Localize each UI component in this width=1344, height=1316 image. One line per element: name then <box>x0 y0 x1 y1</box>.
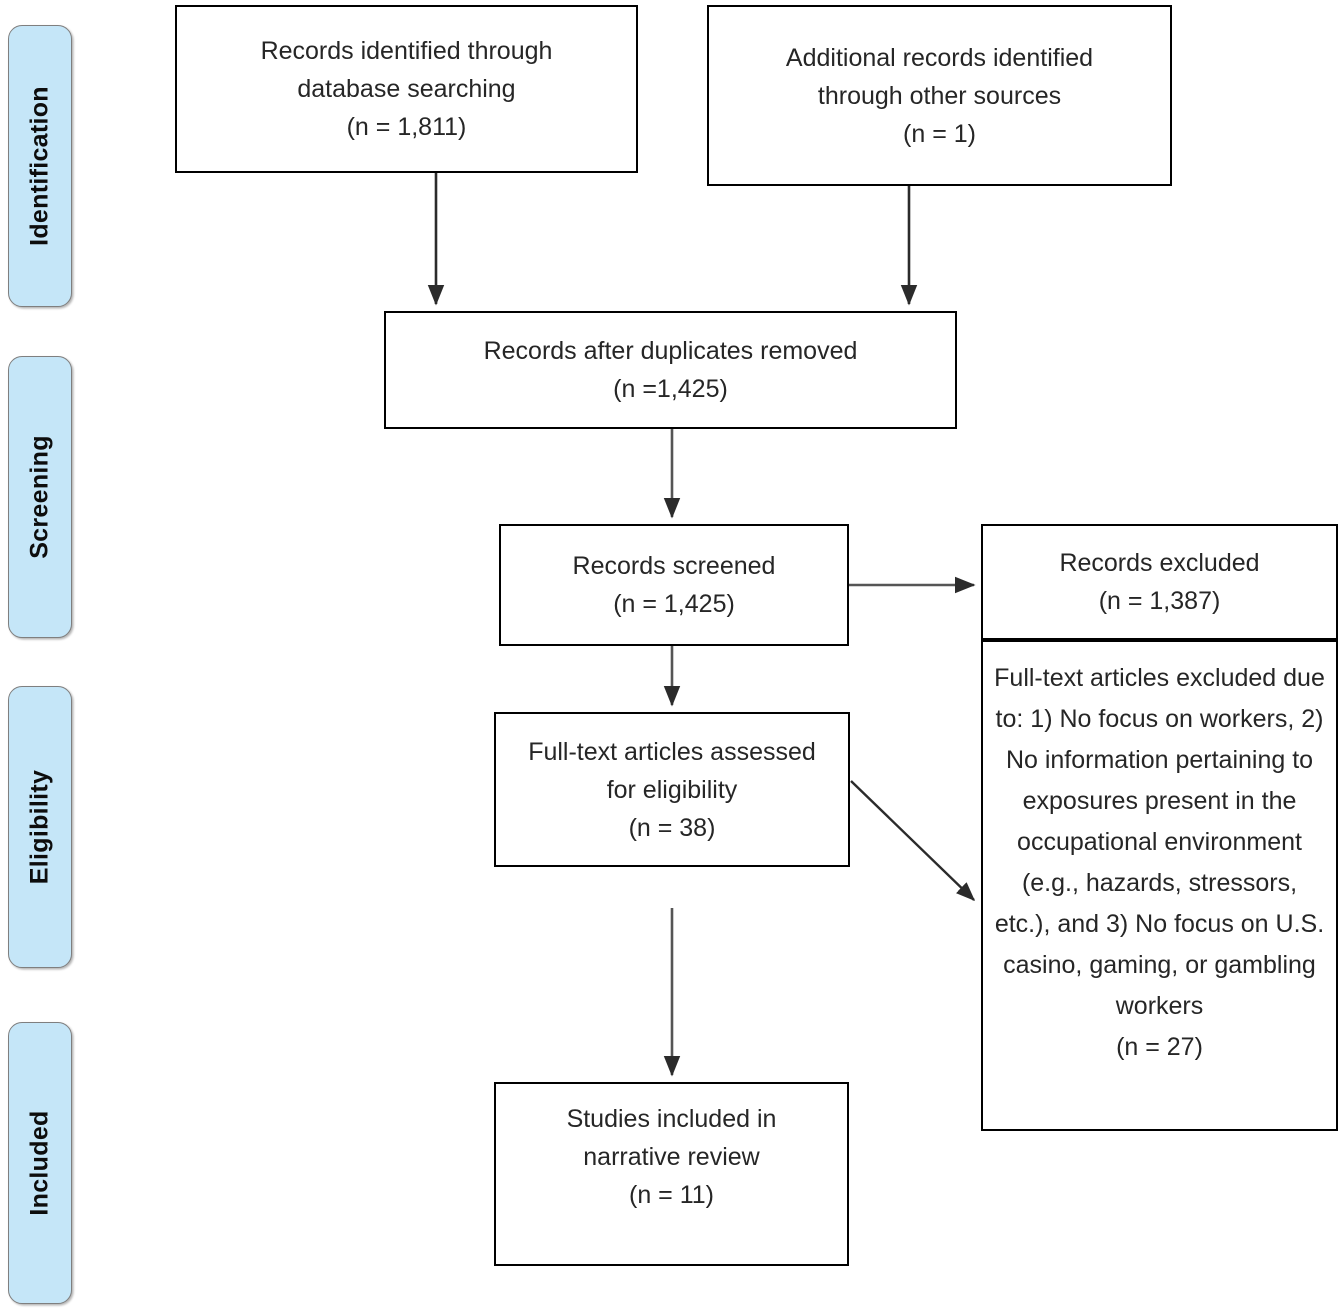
box-records-after-duplicates-removed-text: Records after duplicates removed (n =1,4… <box>483 337 858 403</box>
stage-label-eligibility: Eligibility <box>25 769 54 885</box>
arrow-fulltext-to-excluded <box>850 780 976 902</box>
box-full-text-articles-assessed: Full-text articles assessed for eligibil… <box>494 712 850 867</box>
stage-pill-eligibility: Eligibility <box>8 686 72 968</box>
stage-pill-screening: Screening <box>8 356 72 638</box>
box-records-screened: Records screened (n = 1,425) <box>499 524 849 646</box>
box-studies-included-text: Studies included in narrative review (n … <box>566 1105 777 1209</box>
box-records-identified-database-text: Records identified through database sear… <box>260 37 553 141</box>
box-records-excluded-text: Records excluded (n = 1,387) <box>1059 549 1260 615</box>
box-full-text-articles-excluded-text: Full-text articles excluded due to: 1) N… <box>994 664 1325 1061</box>
box-full-text-articles-assessed-text: Full-text articles assessed for eligibil… <box>528 737 816 842</box>
stage-label-included: Included <box>25 1110 54 1216</box>
box-records-after-duplicates-removed: Records after duplicates removed (n =1,4… <box>384 311 957 429</box>
stage-label-screening: Screening <box>25 435 54 559</box>
box-studies-included: Studies included in narrative review (n … <box>494 1082 849 1266</box>
box-records-excluded: Records excluded (n = 1,387) <box>981 524 1338 640</box>
box-full-text-articles-excluded: Full-text articles excluded due to: 1) N… <box>981 640 1338 1131</box>
box-additional-records-other-sources: Additional records identified through ot… <box>707 5 1172 186</box>
box-additional-records-other-sources-text: Additional records identified through ot… <box>785 43 1094 148</box>
box-records-screened-text: Records screened (n = 1,425) <box>572 552 776 618</box>
box-records-identified-database: Records identified through database sear… <box>175 5 638 173</box>
stage-pill-identification: Identification <box>8 25 72 307</box>
stage-label-identification: Identification <box>25 86 54 246</box>
stage-pill-included: Included <box>8 1022 72 1304</box>
